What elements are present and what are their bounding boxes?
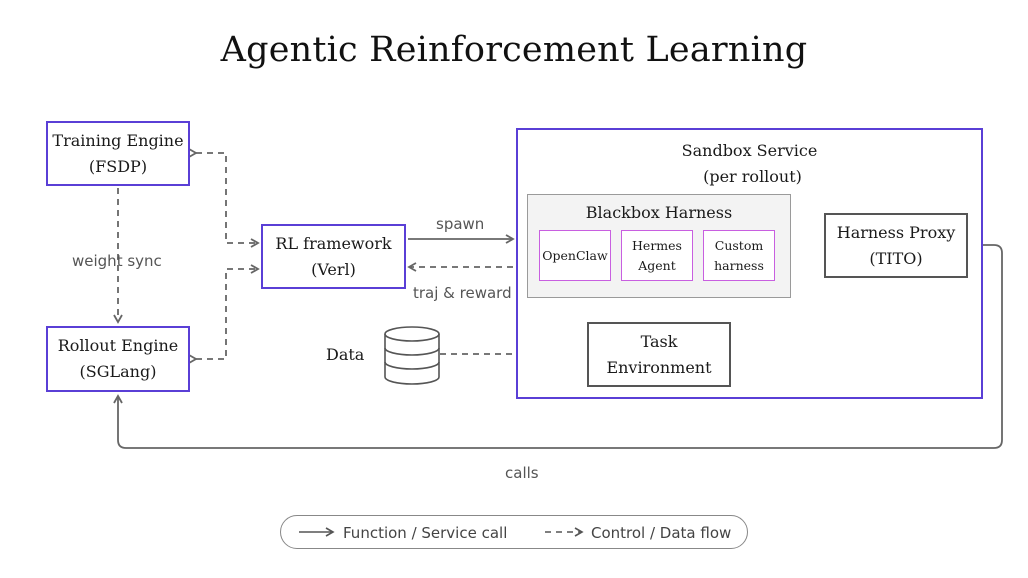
legend-markers (299, 527, 584, 537)
legend-function-call-label: Function / Service call (343, 524, 508, 542)
hermes-agent-node: Hermes Agent (621, 230, 693, 281)
training-engine-sublabel: (FSDP) (88, 156, 148, 176)
harness-proxy-sublabel: (TITO) (869, 248, 923, 268)
harness-proxy-label: Harness Proxy (836, 222, 956, 242)
task-environment-node: Task Environment (587, 322, 731, 387)
openclaw-label: OpenClaw (542, 247, 608, 263)
diagram-title: Agentic Reinforcement Learning (220, 30, 808, 70)
task-environment-sublabel: Environment (606, 357, 712, 377)
weight-sync-label: weight sync (72, 252, 162, 270)
database-icon (384, 326, 440, 385)
blackbox-harness-label: Blackbox Harness (585, 203, 733, 222)
legend: Function / Service call Control / Data f… (280, 515, 748, 549)
task-environment-label: Task (640, 331, 678, 351)
training-engine-node: Training Engine (FSDP) (46, 121, 190, 186)
edge-training-rl (188, 148, 260, 248)
rollout-engine-sublabel: (SGLang) (79, 362, 157, 381)
hermes-agent-sublabel: Agent (638, 257, 676, 273)
edge-calls (113, 244, 1003, 449)
sandbox-service-label: Sandbox Service (681, 141, 818, 160)
rl-framework-sublabel: (Verl) (311, 259, 356, 279)
harness-proxy-node: Harness Proxy (TITO) (824, 213, 968, 278)
spawn-label: spawn (436, 215, 485, 233)
rollout-engine-label: Rollout Engine (57, 336, 179, 355)
legend-control-flow-label: Control / Data flow (591, 524, 732, 542)
rl-framework-node: RL framework (Verl) (261, 224, 406, 289)
custom-harness-sublabel: harness (714, 257, 764, 273)
sandbox-service-sublabel: (per rollout) (703, 167, 802, 186)
rl-framework-label: RL framework (275, 233, 392, 253)
rollout-engine-node: Rollout Engine (SGLang) (46, 326, 190, 392)
data-label: Data (326, 345, 365, 364)
traj-reward-label: traj & reward (413, 284, 512, 302)
calls-label: calls (505, 464, 539, 482)
openclaw-node: OpenClaw (539, 230, 611, 281)
edge-rollout-rl (188, 264, 260, 364)
custom-harness-label: Custom (714, 237, 764, 253)
custom-harness-node: Custom harness (703, 230, 775, 281)
training-engine-label: Training Engine (52, 130, 184, 150)
hermes-agent-label: Hermes (632, 237, 682, 253)
